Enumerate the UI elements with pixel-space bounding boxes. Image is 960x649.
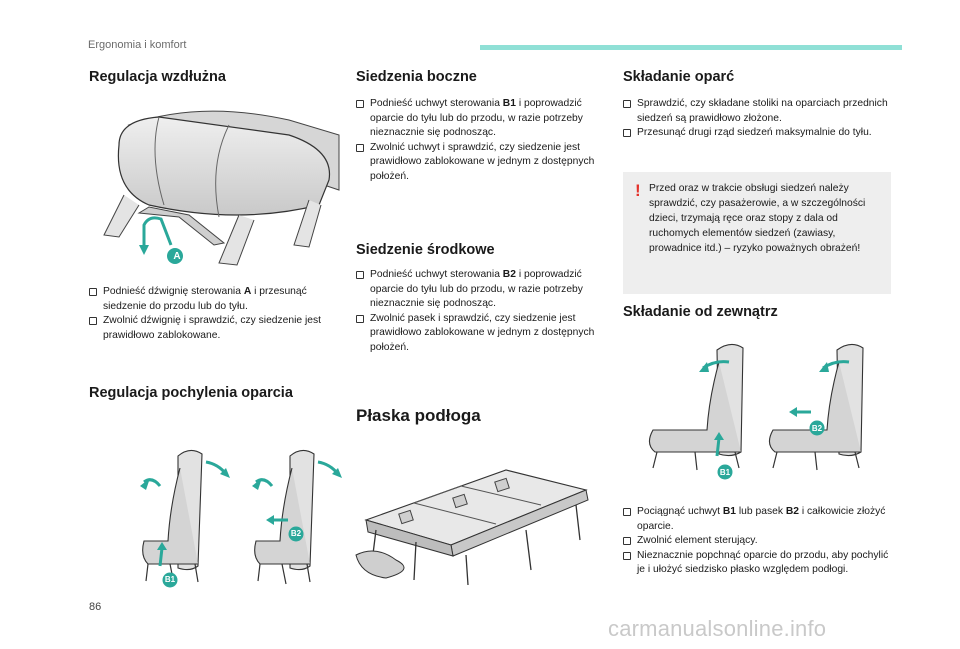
watermark: carmanualsonline.info <box>608 616 827 641</box>
checkbox-bullet-icon <box>623 537 631 546</box>
list-item: Przesunąć drugi rząd siedzeń maksymalnie… <box>623 126 891 141</box>
heading-recline: Regulacja pochylenia oparcia <box>89 385 293 401</box>
folding-steps: Sprawdzić, czy składane stoliki na oparc… <box>623 97 891 141</box>
label-b1-left: B1 <box>164 575 176 584</box>
list-item: Podnieść uchwyt sterowania B2 i poprowad… <box>356 268 618 312</box>
label-b1-fold: B1 <box>719 468 731 477</box>
checkbox-bullet-icon <box>356 271 364 279</box>
fold-outside-steps: Pociągnąć uchwyt B1 lub pasek B2 i całko… <box>623 505 891 578</box>
seat-b1-icon <box>648 343 744 480</box>
checkbox-bullet-icon <box>356 314 364 323</box>
list-item: Nieznacznie popchnąć oparcie do przodu, … <box>623 549 891 578</box>
heading-longitudinal: Regulacja wzdłużna <box>89 69 226 85</box>
checkbox-bullet-icon <box>89 317 97 326</box>
seat-right-icon <box>252 449 342 585</box>
fold-outside-illustration <box>648 343 864 480</box>
page-number: 86 <box>89 601 102 613</box>
label-b2-fold: B2 <box>811 424 823 433</box>
flat-floor-illustration <box>355 469 589 586</box>
checkbox-bullet-icon <box>89 288 97 296</box>
list-item: Sprawdzić, czy składane stoliki na oparc… <box>623 97 891 126</box>
label-b2-right: B2 <box>290 529 302 538</box>
header-accent-bar <box>480 45 902 50</box>
list-item: Podnieść dźwignię sterowania A i przesun… <box>89 285 349 314</box>
list-item: Pociągnąć uchwyt B1 lub pasek B2 i całko… <box>623 505 891 534</box>
heading-folding: Składanie oparć <box>623 69 735 85</box>
checkbox-bullet-icon <box>356 100 364 108</box>
heading-flat-floor: Płaska podłoga <box>356 406 481 425</box>
recline-seats-illustration <box>140 449 342 588</box>
seat-left-icon <box>140 449 230 588</box>
heading-fold-outside: Składanie od zewnątrz <box>623 304 778 320</box>
list-item: Zwolnić dźwignię i sprawdzić, czy siedze… <box>89 314 349 343</box>
list-item: Zwolnić element sterujący. <box>623 534 891 549</box>
list-item: Zwolnić uchwyt i sprawdzić, czy siedzeni… <box>356 141 618 185</box>
side-seat-steps: Podnieść uchwyt sterowania B1 i poprowad… <box>356 97 618 185</box>
label-a-badge: A <box>173 251 181 262</box>
warning-exclamation-icon: ! <box>635 181 641 200</box>
checkbox-bullet-icon <box>623 100 631 108</box>
list-item: Zwolnić pasek i sprawdzić, czy siedzenie… <box>356 312 618 356</box>
heading-center-seat: Siedzenie środkowe <box>356 242 495 258</box>
longitudinal-steps: Podnieść dźwignię sterowania A i przesun… <box>89 285 349 343</box>
checkbox-bullet-icon <box>623 551 631 560</box>
checkbox-bullet-icon <box>356 143 364 152</box>
warning-box: ! Przed oraz w trakcie obsługi siedzeń n… <box>623 172 891 294</box>
center-seat-steps: Podnieść uchwyt sterowania B2 i poprowad… <box>356 268 618 356</box>
seat-b2-icon <box>768 343 864 471</box>
checkbox-bullet-icon <box>623 508 631 516</box>
section-title: Ergonomia i komfort <box>88 39 187 51</box>
list-item: Podnieść uchwyt sterowania B1 i poprowad… <box>356 97 618 141</box>
warning-text: Przed oraz w trakcie obsługi siedzeń nal… <box>649 183 866 254</box>
seat-rail-illustration <box>103 110 340 266</box>
checkbox-bullet-icon <box>623 129 631 138</box>
heading-side-seats: Siedzenia boczne <box>356 69 477 85</box>
